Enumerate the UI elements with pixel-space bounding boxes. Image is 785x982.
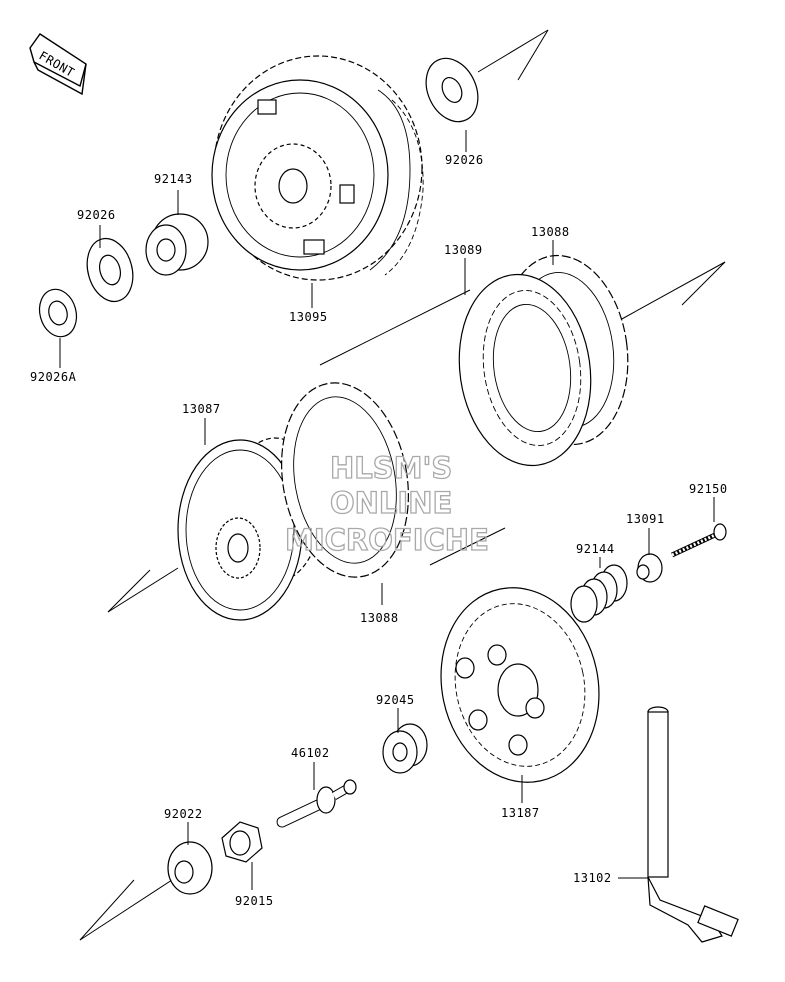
label-92015: 92015 — [235, 894, 274, 908]
label-92026-left: 92026 — [77, 208, 116, 222]
label-13091: 13091 — [626, 512, 665, 526]
label-46102: 46102 — [291, 746, 330, 760]
watermark-line-3: MICROFICHE — [285, 523, 489, 557]
label-13088-top: 13088 — [531, 225, 570, 239]
part-92015-nut — [221, 821, 263, 863]
label-92026A: 92026A — [30, 370, 77, 384]
part-92144-spring — [570, 564, 628, 623]
part-92026A-washer — [38, 288, 78, 338]
part-92143-bearing — [145, 213, 209, 276]
label-92144: 92144 — [576, 542, 615, 556]
part-46102-push-rod — [276, 779, 357, 828]
part-92045-bearing — [382, 723, 428, 774]
watermark-line-2: ONLINE — [330, 486, 452, 520]
label-13102: 13102 — [573, 871, 612, 885]
part-92150-bolt — [670, 523, 727, 558]
part-13102-lever — [647, 706, 739, 943]
label-92026-top: 92026 — [445, 153, 484, 167]
alignment-lines — [79, 29, 726, 941]
label-13089: 13089 — [444, 243, 483, 257]
watermark-line-1: HLSM'S — [330, 451, 452, 485]
label-13095: 13095 — [289, 310, 328, 324]
part-92026-washer-left — [86, 237, 134, 303]
part-13088-plate-bottom — [281, 382, 409, 578]
label-92143: 92143 — [154, 172, 193, 186]
label-92045: 92045 — [376, 693, 415, 707]
leader-lines — [59, 130, 715, 890]
watermark: HLSM'S ONLINE MICROFICHE — [284, 450, 489, 557]
label-13187: 13187 — [501, 806, 540, 820]
part-92026-washer-top — [425, 57, 479, 123]
part-13095-clutch-housing — [211, 55, 424, 281]
part-13187-pressure-plate — [440, 587, 600, 783]
label-13087: 13087 — [182, 402, 221, 416]
part-92022-washer — [167, 841, 213, 895]
part-13091-spring-seat — [636, 553, 663, 583]
label-92022: 92022 — [164, 807, 203, 821]
label-13088-bottom: 13088 — [360, 611, 399, 625]
front-arrow-icon: FRONT — [29, 33, 87, 96]
label-92150: 92150 — [689, 482, 728, 496]
part-labels: 92026 92143 92026 92026A 13095 13089 130… — [30, 153, 728, 908]
part-13089-friction-plate — [458, 273, 592, 467]
